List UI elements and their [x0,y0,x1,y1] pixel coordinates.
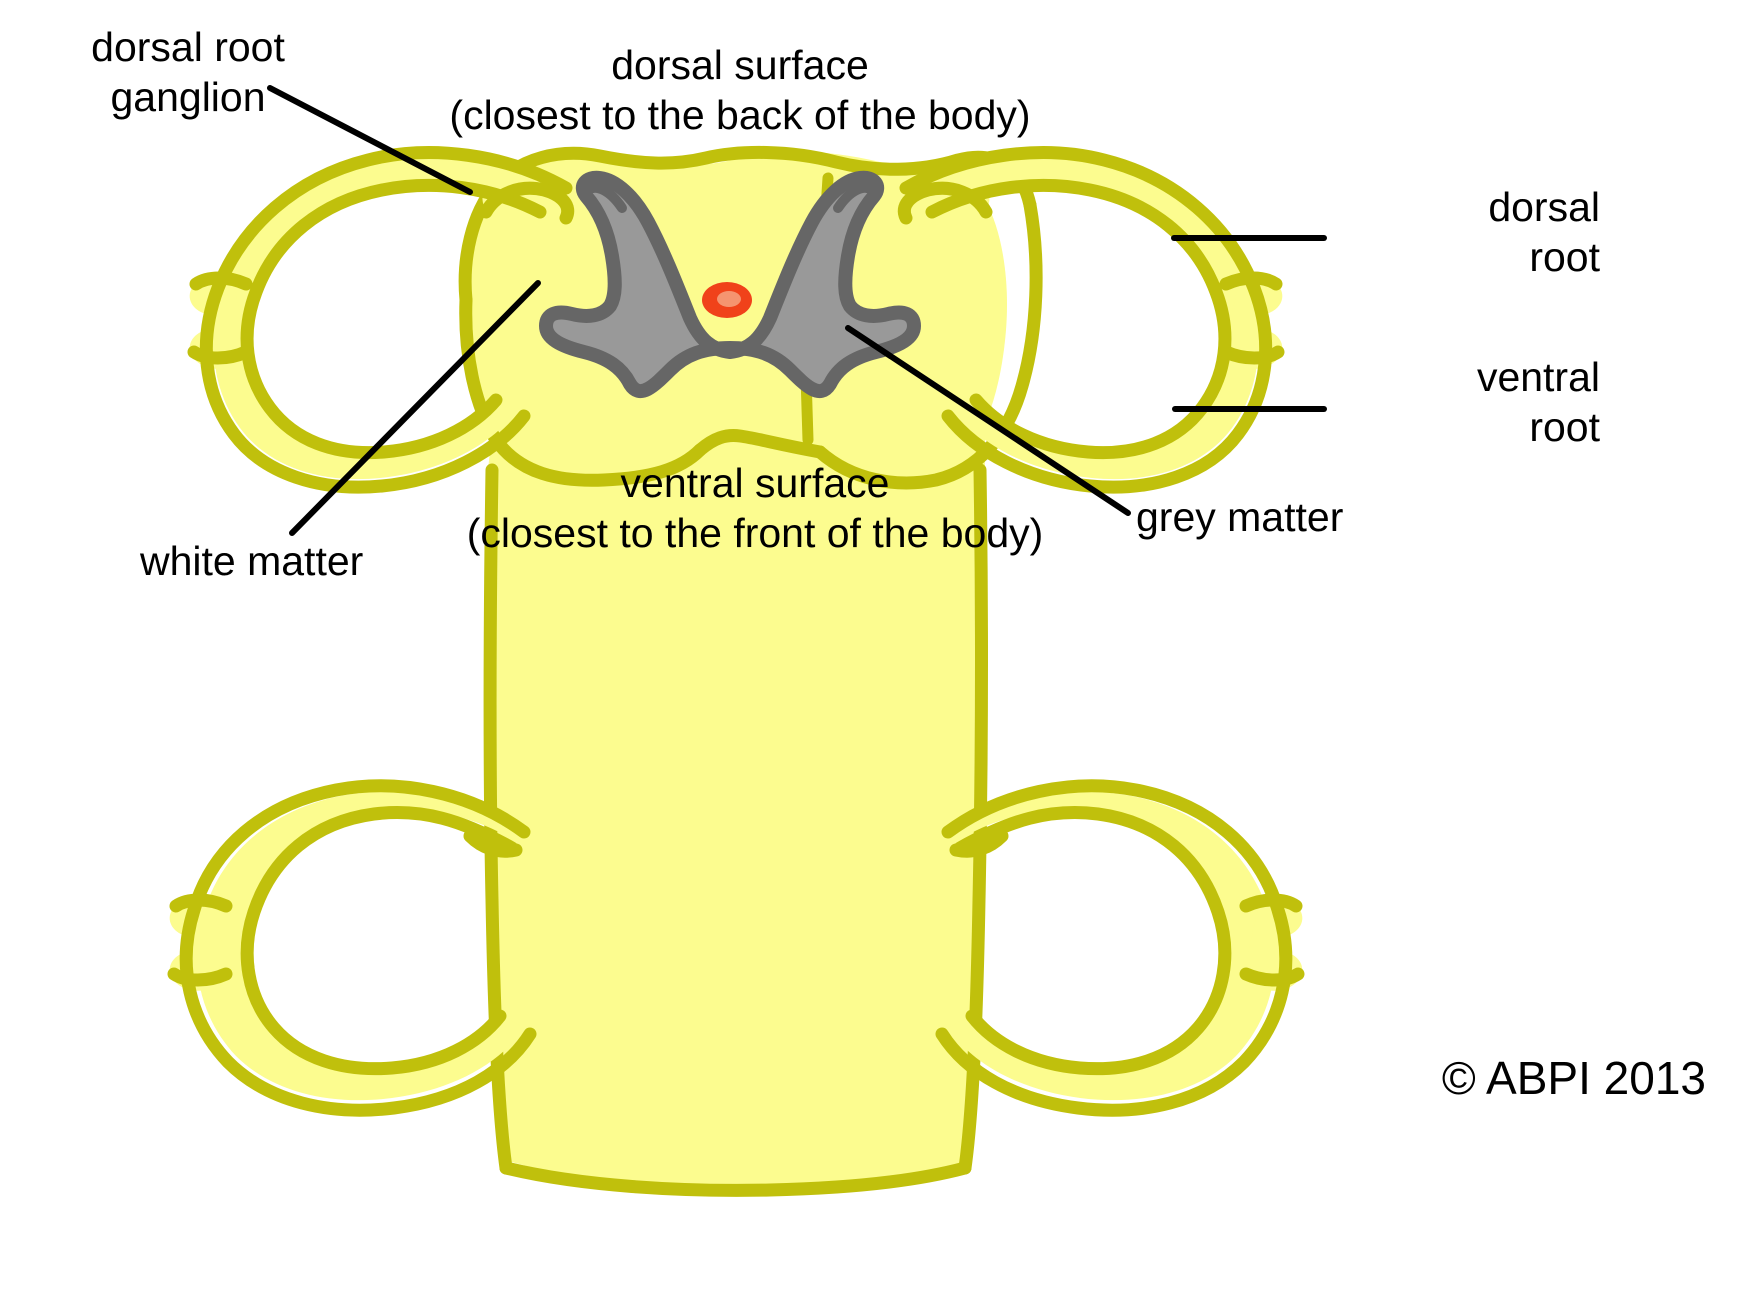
leader-white-matter [289,280,541,536]
cord-right-lateral-bulge [852,180,1008,478]
grey-matter-butterfly [539,170,921,398]
label-ventral-surface: ventral surface (closest to the front of… [466,460,1044,557]
label-grey-matter: grey matter [1136,494,1344,540]
central-canal [702,282,752,318]
label-dorsal-root-ganglion: dorsal root ganglion [91,24,285,121]
ventral-root-loop-right [935,779,1305,1117]
label-dorsal-root: dorsal root [1488,184,1600,281]
grey-matter-dorsal-horn-right [833,182,877,213]
leader-dorsal-root-ganglion [267,85,473,195]
leader-grey-matter [845,325,1131,516]
ventral-root-loop-left [167,779,537,1117]
label-dorsal-surface: dorsal surface (closest to the back of t… [449,42,1031,139]
label-white-matter: white matter [140,538,364,584]
dorsal-root-loop-left [187,146,575,494]
label-ventral-root: ventral root [1476,354,1600,451]
copyright-notice: © ABPI 2013 [1441,1052,1706,1104]
grey-matter-dorsal-horn-left [583,182,627,213]
leader-lines [267,85,1327,536]
